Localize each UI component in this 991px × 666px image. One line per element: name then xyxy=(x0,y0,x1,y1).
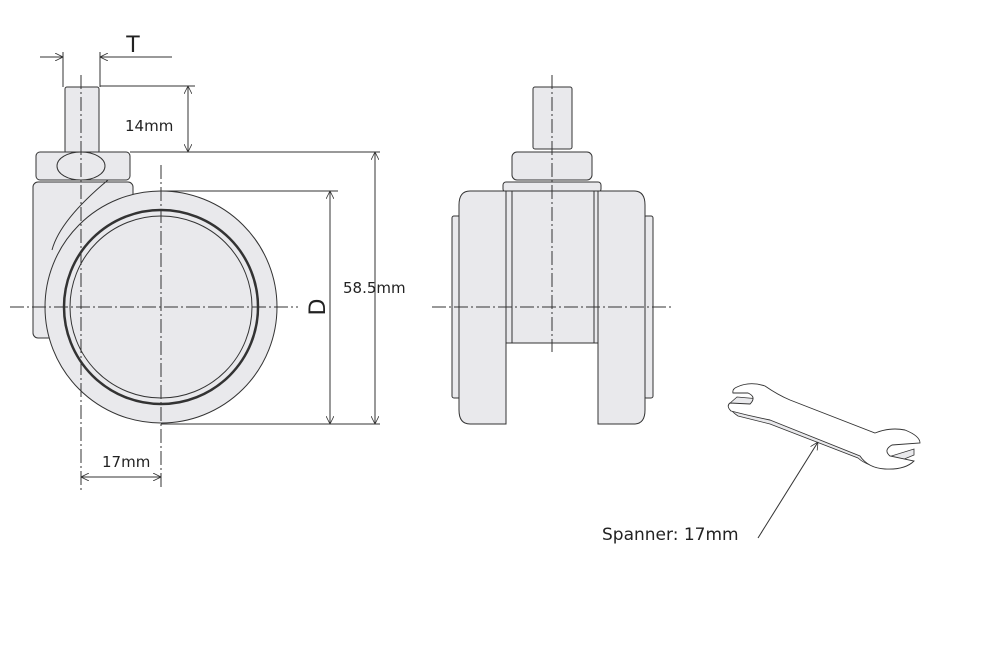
bracket-edge xyxy=(51,179,109,251)
front-body xyxy=(511,190,595,344)
offset-label: 17mm xyxy=(102,453,150,471)
stem-length-label: 14mm xyxy=(125,117,173,135)
front-stem xyxy=(532,86,573,150)
diameter-label: D xyxy=(306,299,331,316)
height-label: 58.5mm xyxy=(343,279,406,297)
side-view: T 14mm D 58.5mm 17mm xyxy=(10,33,406,490)
front-view xyxy=(432,75,672,425)
t-label: T xyxy=(125,33,140,58)
spanner: Spanner: 17mm xyxy=(602,383,921,545)
spanner-label: Spanner: 17mm xyxy=(602,525,739,545)
threaded-stem xyxy=(64,86,100,154)
front-strip-left xyxy=(505,190,513,344)
spanner-leader-line xyxy=(757,442,818,539)
spanner-body xyxy=(727,383,921,470)
